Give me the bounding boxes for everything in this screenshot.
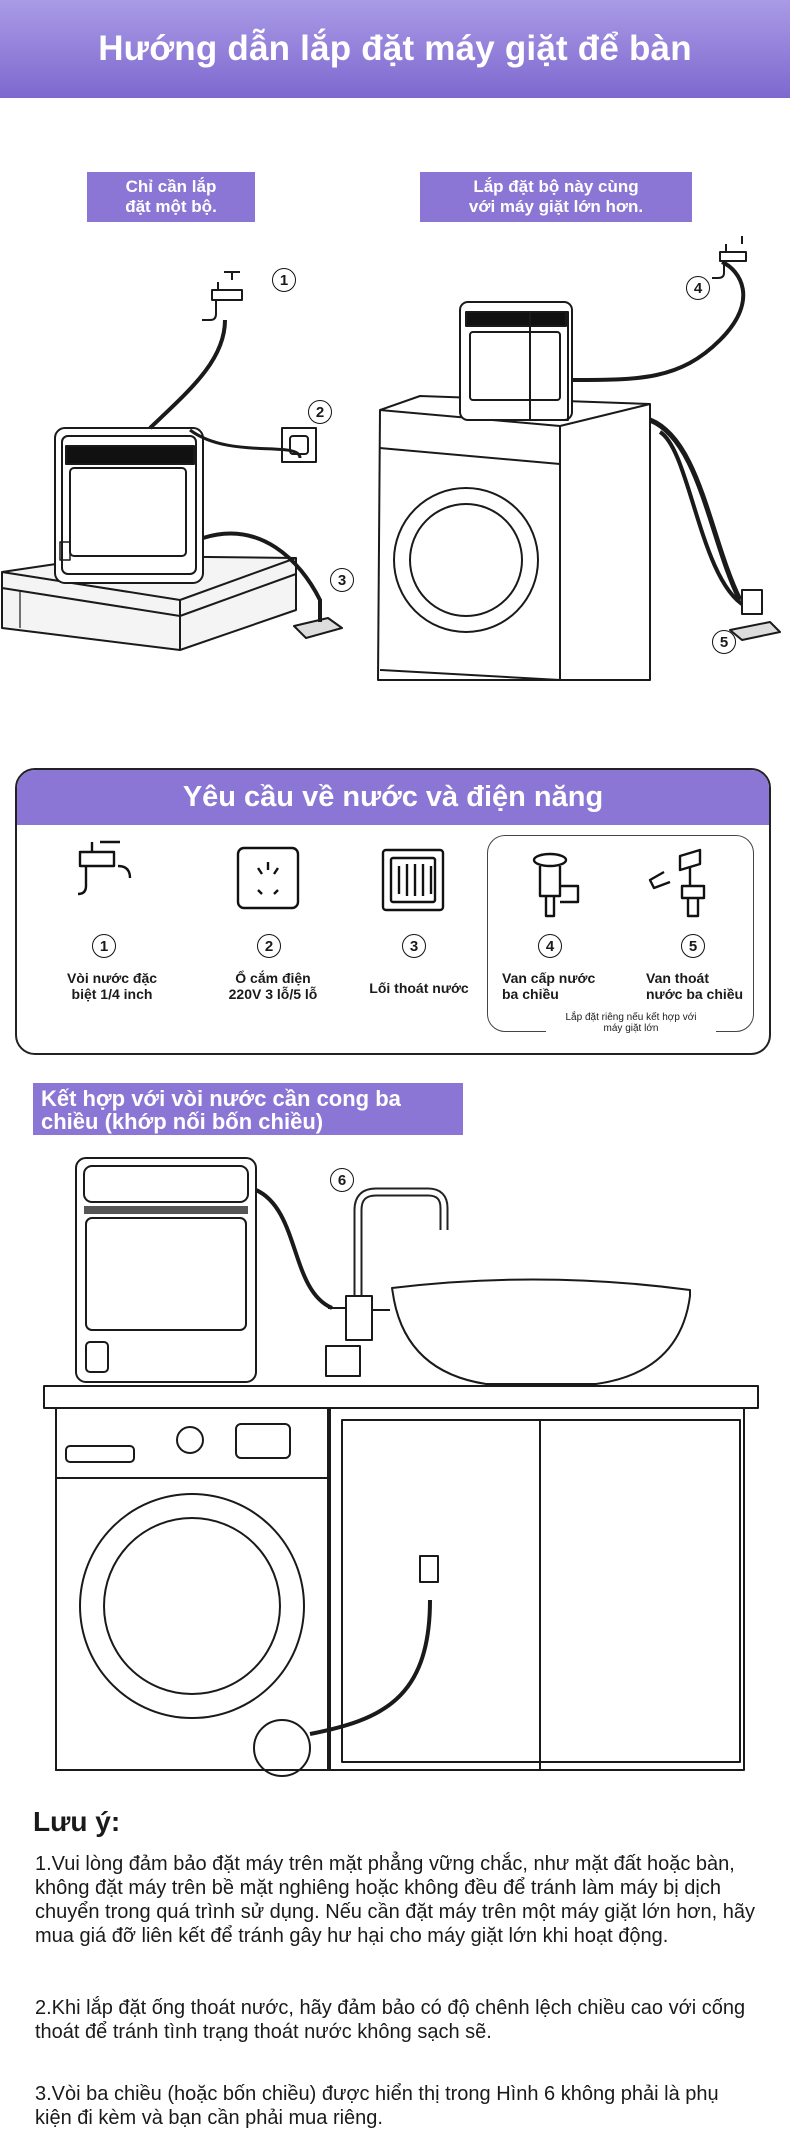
req-number-4: 4 [538,934,562,958]
req-label-3: Lối thoát nước [369,980,469,996]
left-faucet-illustration [202,271,243,321]
req-label-4: Van cấp nước ba chiều [502,970,596,1002]
three-way-faucet-illustration [325,1187,449,1377]
note-2: 2.Khi lắp đặt ống thoát nước, hãy đảm bả… [35,1997,746,2043]
requirements-panel: Yêu cầu về nước và điện năng [15,768,771,1055]
req-number-3: 3 [402,934,426,958]
req-number-1: 1 [92,934,116,958]
faucet-icon [77,840,132,896]
countertop-illustration [43,1385,759,1409]
req-label-5: Van thoát nước ba chiều [646,970,744,1002]
req-number-2: 2 [257,934,281,958]
combined-install-note: Lắp đặt riêng nếu kết hợp với máy giặt l… [546,1012,716,1034]
note-3: 3.Vòi ba chiều (hoặc bốn chiều) được hiể… [35,2083,719,2129]
callout-1: 1 [272,268,296,292]
requirements-title: Yêu cầu về nước và điện năng [17,770,769,825]
countertop-small-washer-illustration [75,1157,257,1383]
right-large-washer-illustration [377,395,651,681]
single-install-tag: Chỉ cần lắp đặt một bộ. [87,172,255,222]
callout-2: 2 [308,400,332,424]
req-number-5: 5 [681,934,705,958]
callout-3: 3 [330,568,354,592]
cabinet-large-washer-illustration [55,1407,329,1777]
power-outlet-icon [236,846,300,910]
notes-title: Lưu ý: [33,1806,121,1837]
callout-4: 4 [686,276,710,300]
combo-section-title: Kết hợp với vòi nước cần cong ba chiều (… [33,1083,463,1135]
callout-6: 6 [330,1168,354,1192]
three-way-supply-valve-icon [532,852,580,918]
note-1: 1.Vui lòng đảm bảo đặt máy trên mặt phẳn… [35,1853,756,1947]
page-title: Hướng dẫn lắp đặt máy giặt để bàn [98,29,692,68]
basin-illustration [391,1278,691,1385]
right-small-washer-illustration [459,301,573,421]
combined-install-tag: Lắp đặt bộ này cùng với máy giặt lớn hơn… [420,172,692,222]
floor-drain-icon [381,848,445,912]
req-label-1: Vòi nước đặc biệt 1/4 inch [66,970,158,1002]
three-way-drain-valve-icon [648,848,706,918]
req-label-2: Ổ cắm điện 220V 3 lỗ/5 lỗ [228,970,318,1002]
left-small-washer-illustration [54,427,204,584]
page-header: Hướng dẫn lắp đặt máy giặt để bàn [0,0,790,98]
callout-5: 5 [712,630,736,654]
